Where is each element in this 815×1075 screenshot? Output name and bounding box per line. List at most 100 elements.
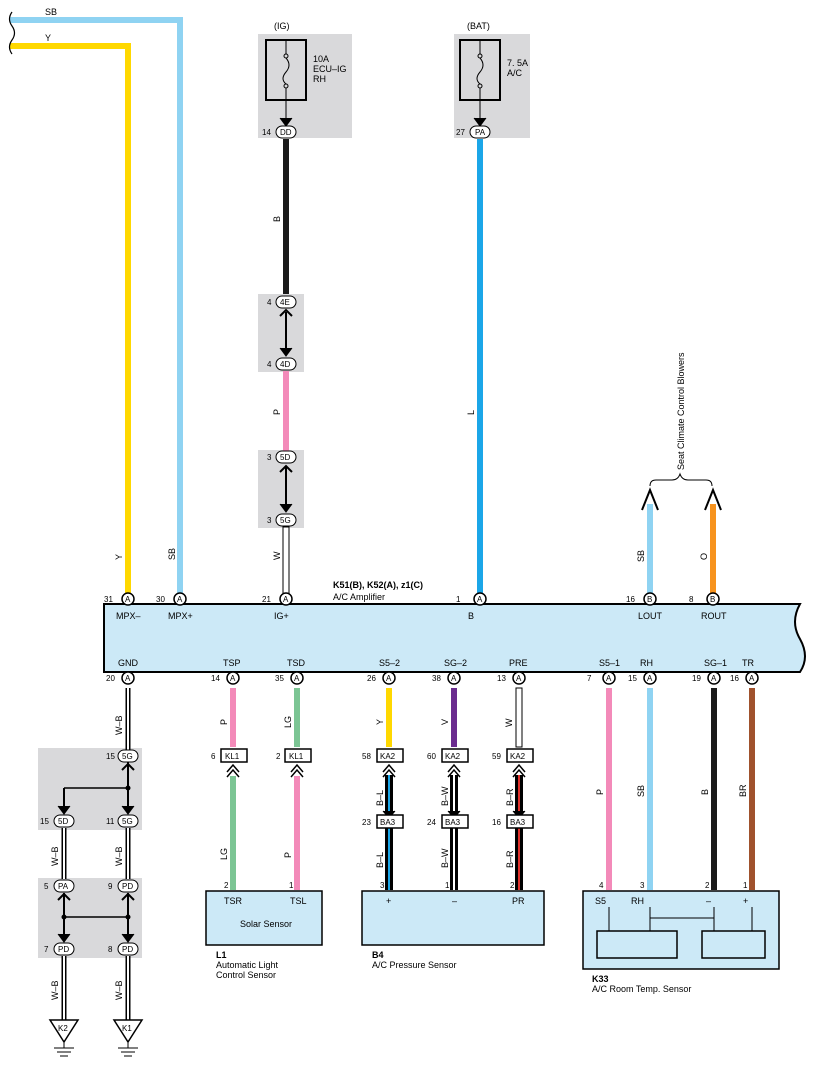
svg-text:24: 24 (427, 818, 436, 827)
svg-text:11: 11 (106, 817, 115, 826)
svg-text:BA3: BA3 (445, 818, 461, 827)
svg-text:2: 2 (510, 881, 515, 890)
svg-text:A: A (386, 674, 392, 683)
svg-text:16: 16 (492, 818, 501, 827)
svg-text:BA3: BA3 (380, 818, 396, 827)
svg-text:ROUT: ROUT (701, 611, 727, 621)
svg-text:A: A (177, 595, 183, 604)
svg-text:5G: 5G (122, 817, 133, 826)
svg-text:2: 2 (705, 881, 710, 890)
svg-text:60: 60 (427, 752, 436, 761)
svg-text:B: B (710, 595, 715, 604)
svg-text:A: A (516, 674, 522, 683)
connector-5g-ig (275, 513, 297, 527)
arrow-lout (641, 487, 659, 511)
svg-text:PD: PD (58, 945, 69, 954)
svg-text:B–R: B–R (505, 788, 515, 806)
svg-text:Solar Sensor: Solar Sensor (240, 919, 292, 929)
svg-text:26: 26 (367, 674, 376, 683)
svg-text:9: 9 (108, 882, 113, 891)
pressure-sensor: 3 1 2 + – PR B4 A/C Pressure Sensor (361, 881, 545, 970)
wire-y-top (10, 43, 131, 594)
bat-supply-label: (BAT) (467, 21, 490, 31)
svg-text:L: L (466, 410, 476, 415)
svg-text:4: 4 (267, 360, 272, 369)
svg-text:3: 3 (380, 881, 385, 890)
amplifier-bottom-pins: A20GNDA14TSPA35TSDA26S5–2A38SG–2A13PREA7… (106, 658, 759, 685)
svg-text:IG+: IG+ (274, 611, 289, 621)
svg-text:RH: RH (640, 658, 653, 668)
svg-text:58: 58 (362, 752, 371, 761)
inline-connector-kl1-a: KL1 6 (211, 748, 248, 778)
svg-text:Control Sensor: Control Sensor (216, 970, 276, 980)
svg-text:BA3: BA3 (510, 818, 526, 827)
blowers-brace (649, 472, 713, 487)
wire-sb-top (10, 17, 183, 594)
svg-text:A: A (294, 674, 300, 683)
svg-text:K2: K2 (58, 1024, 68, 1033)
svg-text:P: P (272, 409, 282, 415)
wire-br-lower (515, 828, 523, 890)
wire-bl-mid (385, 775, 393, 813)
svg-text:RH: RH (631, 896, 644, 906)
svg-text:2: 2 (224, 881, 229, 890)
svg-text:59: 59 (492, 752, 501, 761)
svg-text:PRE: PRE (509, 658, 528, 668)
svg-text:5D: 5D (58, 817, 68, 826)
svg-text:W: W (272, 551, 282, 560)
amplifier-name: A/C Amplifier (333, 592, 385, 602)
svg-text:–: – (452, 896, 457, 906)
bat-fuse-amp: 7. 5A (507, 58, 528, 68)
svg-text:SB: SB (636, 550, 646, 562)
svg-text:20: 20 (106, 674, 115, 683)
connector-pa (469, 125, 491, 139)
ig-fuse-name: ECU–IG (313, 64, 347, 74)
svg-text:W: W (504, 718, 514, 727)
svg-text:6: 6 (211, 752, 216, 761)
inline-connector-ka2-60: KA2 60 BA3 24 (427, 748, 469, 829)
connector-dd (275, 125, 297, 139)
svg-text:P: P (595, 789, 605, 795)
svg-text:SG–2: SG–2 (444, 658, 467, 668)
svg-text:A: A (711, 674, 717, 683)
svg-text:B: B (468, 611, 474, 621)
svg-text:TSD: TSD (287, 658, 306, 668)
pin-27-pa: 27 (456, 128, 465, 137)
svg-text:4E: 4E (280, 298, 290, 307)
svg-text:W–B: W–B (114, 715, 124, 735)
svg-text:K1: K1 (122, 1024, 132, 1033)
svg-text:MPX–: MPX– (116, 611, 141, 621)
svg-text:TR: TR (742, 658, 754, 668)
wire-bw-mid (450, 775, 458, 813)
svg-text:15: 15 (40, 817, 49, 826)
svg-text:7: 7 (44, 945, 49, 954)
svg-text:8: 8 (108, 945, 113, 954)
svg-text:16: 16 (626, 595, 635, 604)
svg-text:PR: PR (512, 896, 525, 906)
svg-text:O: O (699, 553, 709, 560)
svg-text:W–B: W–B (50, 980, 60, 1000)
solar-sensor: 2 1 TSR TSL Solar Sensor L1 Automatic Li… (205, 881, 323, 980)
inline-connector-ka2-59: KA2 59 BA3 16 (492, 748, 534, 829)
svg-text:+: + (743, 896, 748, 906)
svg-text:P: P (219, 719, 229, 725)
svg-text:A: A (606, 674, 612, 683)
svg-text:15: 15 (106, 752, 115, 761)
svg-text:PA: PA (58, 882, 69, 891)
wire-bw-lower (450, 828, 458, 890)
ig-fuse-element (282, 57, 290, 85)
svg-text:L1: L1 (216, 950, 227, 960)
svg-text:LG: LG (283, 716, 293, 728)
svg-text:15: 15 (628, 674, 637, 683)
svg-text:A: A (647, 674, 653, 683)
svg-text:DD: DD (280, 128, 292, 137)
